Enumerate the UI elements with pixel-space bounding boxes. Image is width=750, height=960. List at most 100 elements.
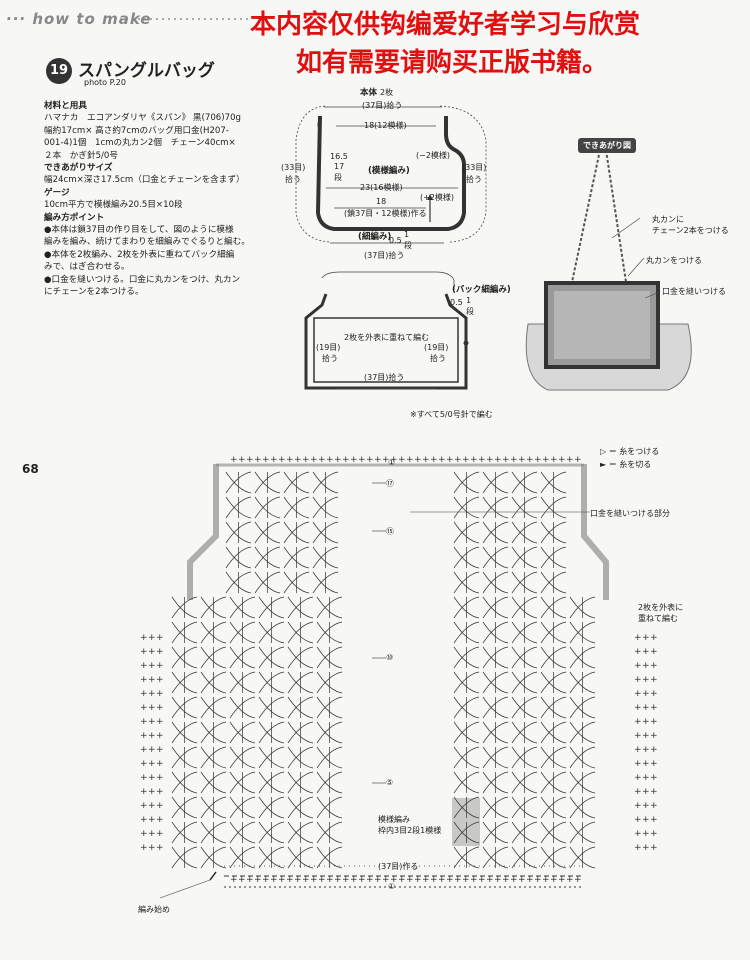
assembly-right-sub: 拾う — [430, 354, 446, 363]
stitch-mark — [569, 796, 596, 819]
sc-stitch-mark: + — [642, 843, 650, 853]
sc-stitch-mark: + — [478, 875, 486, 885]
base-width-label: 18 — [376, 197, 387, 206]
materials-line: 幅約17cm× 高さ約7cmのバッグ用口金(H207- — [44, 125, 229, 136]
stitch-mark — [482, 671, 509, 694]
sc-stitch-mark: + — [148, 633, 156, 643]
sc-stitch-mark: + — [650, 689, 658, 699]
stitch-mark — [511, 771, 538, 794]
stitch-mark — [482, 471, 509, 494]
stitch-mark — [482, 721, 509, 744]
materials-heading: 材料と用具 — [44, 101, 87, 111]
stitch-mark — [453, 671, 480, 694]
sc-stitch-mark: + — [534, 455, 542, 465]
stitch-mark — [229, 721, 256, 744]
sc-stitch-mark: + — [278, 875, 286, 885]
stitch-mark — [569, 671, 596, 694]
materials-line: 001-4)1個 1cmの丸カン2個 チェーン40cm× — [44, 138, 236, 149]
stitch-mark — [453, 721, 480, 744]
stitch-mark — [229, 696, 256, 719]
sc-stitch-mark: + — [286, 455, 294, 465]
sc-stitch-mark: + — [650, 843, 658, 853]
sc-stitch-mark: + — [510, 875, 518, 885]
sc-stitch-mark: + — [574, 875, 582, 885]
sc-stitch-mark: + — [270, 455, 278, 465]
sc-stitch-mark: + — [494, 455, 502, 465]
stitch-mark — [254, 521, 281, 544]
sc-stitch-mark: + — [642, 661, 650, 671]
sc-stitch-mark: + — [650, 731, 658, 741]
stitch-mark — [200, 721, 227, 744]
pattern-title: スパングルバッグ — [78, 61, 215, 81]
stitch-mark — [511, 621, 538, 644]
stitch-mark — [316, 821, 343, 844]
stitch-mark — [229, 621, 256, 644]
size-line: 幅24cm×深さ17.5cm（口金とチェーンを含まず） — [44, 175, 245, 186]
sc-stitch-mark: + — [650, 675, 658, 685]
sc-stitch-mark: + — [650, 745, 658, 755]
stitch-mark — [258, 746, 285, 769]
sc-stitch-mark: + — [156, 633, 164, 643]
sc-stitch-mark: + — [238, 455, 246, 465]
instructions-text: 材料と用具 ハマナカ エコアンダリヤ《スパン》 黒(706)70g 幅約17cm… — [44, 100, 276, 299]
stitch-mark — [540, 696, 567, 719]
stitch-mark — [171, 821, 198, 844]
sc-stitch-mark: + — [650, 759, 658, 769]
stitch-mark — [258, 646, 285, 669]
sc-stitch-mark: + — [650, 703, 658, 713]
sc-stitch-mark: + — [140, 745, 148, 755]
sc-stitch-mark: + — [642, 801, 650, 811]
sc-stitch-mark: + — [642, 731, 650, 741]
sc-stitch-mark: + — [302, 875, 310, 885]
assembly-left-sub: 拾う — [322, 354, 338, 363]
sc-stitch-mark: + — [518, 455, 526, 465]
sc-stitch-mark: + — [406, 455, 414, 465]
sc-stitch-mark: + — [634, 815, 642, 825]
stitch-mark — [540, 821, 567, 844]
sc-stitch-mark: + — [334, 875, 342, 885]
back-sc-label: (バック細編み) — [452, 285, 511, 295]
right-pickup-sub: 拾う — [466, 175, 482, 184]
stitch-mark — [316, 771, 343, 794]
sc-stitch-mark: + — [642, 745, 650, 755]
sc-stitch-mark: + — [148, 661, 156, 671]
sc-stitch-mark: + — [342, 875, 350, 885]
sc-stitch-mark: + — [230, 455, 238, 465]
sc-stitch-mark: + — [642, 829, 650, 839]
stitch-mark — [540, 771, 567, 794]
stitch-mark — [258, 621, 285, 644]
sc-stitch-mark: + — [262, 455, 270, 465]
assembly-left-pickup: (19目) — [316, 343, 341, 352]
row-marker-10: ⑩ — [386, 653, 394, 662]
stitch-mark — [287, 821, 314, 844]
sc-stitch-mark: + — [642, 815, 650, 825]
sc-stitch-mark: + — [156, 647, 164, 657]
sc-stitch-mark: + — [422, 875, 430, 885]
sc-stitch-mark: + — [148, 843, 156, 853]
stitch-mark — [312, 496, 339, 519]
sc-stitch-mark: + — [326, 875, 334, 885]
gauge-heading: ゲージ — [44, 187, 70, 198]
stitch-mark — [540, 646, 567, 669]
sc-stitch-mark: + — [140, 843, 148, 853]
height-rows-label: 17 — [334, 162, 345, 171]
sc-stitch-mark: + — [148, 647, 156, 657]
sc-stitch-mark: + — [446, 455, 454, 465]
sc-stitch-mark: + — [156, 661, 164, 671]
pattern-number-badge: 19 — [46, 58, 72, 84]
sc-stitch-mark: + — [262, 875, 270, 885]
stitch-mark — [482, 696, 509, 719]
stitch-mark — [511, 846, 538, 869]
stitch-mark — [254, 496, 281, 519]
sc-stitch-mark: + — [230, 875, 238, 885]
stitch-mark — [511, 496, 538, 519]
legend-attach-yarn: ▷ ＝ 糸をつける — [600, 447, 660, 456]
sc-stitch-mark: + — [650, 801, 658, 811]
sc-stitch-mark: + — [302, 455, 310, 465]
sc-stitch-mark: + — [374, 875, 382, 885]
sc-stitch-mark: + — [294, 455, 302, 465]
stitch-mark — [482, 571, 509, 594]
left-pickup-sub: 拾う — [285, 175, 301, 184]
stitch-mark — [482, 746, 509, 769]
